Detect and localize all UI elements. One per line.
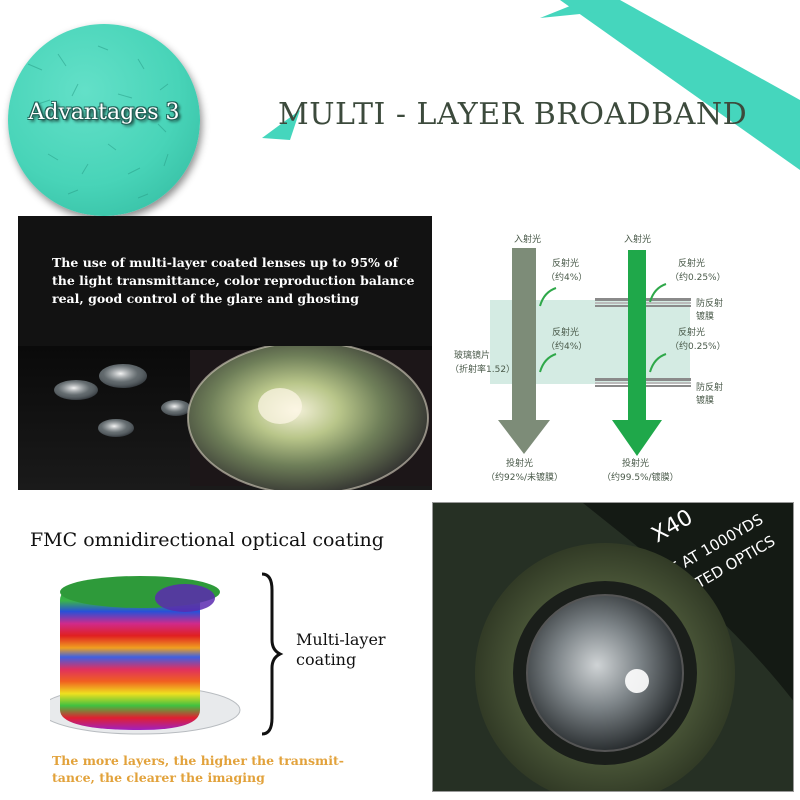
coating-diagram: 入射光 反射光 （约4%） 反射光 （约4%） 玻璃镜片 （折射率1.52） 投…: [450, 233, 726, 483]
lens-reflection: [625, 669, 649, 693]
label-transmit-right: 投射光: [622, 457, 649, 469]
multi-layer-label: Multi-layer coating: [296, 630, 406, 670]
label-reflect-mid-left-pct: （约4%）: [546, 340, 587, 352]
fmc-title: FMC omnidirectional optical coating: [30, 529, 384, 551]
teal-stripe: [560, 0, 800, 170]
label-reflect-mid-right-pct: （约0.25%）: [670, 340, 726, 352]
layers-note: The more layers, the higher the transmit…: [52, 752, 352, 786]
multi-layer-line-2: coating: [296, 650, 357, 669]
layer-cutaway: [155, 584, 215, 612]
page-title: MULTI - LAYER BROADBAND: [278, 97, 748, 132]
label-reflect-top-right-pct: （约0.25%）: [670, 271, 726, 283]
label-coat-bottom-2: 镀膜: [696, 394, 714, 406]
label-transmit-left-pct: （约92%/未镀膜）: [486, 471, 563, 483]
lens-description: The use of multi-layer coated lenses up …: [52, 255, 415, 306]
layers-note-line-2: tance, the clearer the imaging: [52, 770, 265, 785]
reflect-arrows: [539, 283, 667, 373]
layers-note-line-1: The more layers, the higher the transmit…: [52, 753, 344, 768]
label-coat-top-2: 镀膜: [696, 310, 714, 322]
label-incident-right: 入射光: [624, 233, 651, 245]
lens-element: [54, 380, 98, 400]
label-coat-top: 防反射: [696, 297, 723, 309]
lens-illustration: [54, 341, 432, 490]
multi-layer-line-1: Multi-layer: [296, 630, 386, 649]
lens-element: [99, 364, 147, 388]
badge-label: Advantages 3: [28, 100, 180, 125]
label-glass-index: （折射率1.52）: [450, 363, 515, 375]
brace: [261, 572, 284, 736]
binocular-body: [583, 503, 793, 701]
layer-stack: [60, 578, 200, 730]
label-transmit-left: 投射光: [506, 457, 533, 469]
label-reflect-mid-left: 反射光: [552, 326, 579, 338]
label-reflect-mid-right: 反射光: [678, 326, 705, 338]
header-decoration: [262, 0, 800, 170]
label-reflect-top-left-pct: （约4%）: [546, 271, 587, 283]
coated-arrow: [612, 250, 662, 456]
eyepiece-illustration: X40 T AT 1000YDS OATED OPTICS: [433, 503, 793, 791]
label-reflect-top-right: 反射光: [678, 257, 705, 269]
label-reflect-top-left: 反射光: [552, 257, 579, 269]
eyepiece-photo: X40 T AT 1000YDS OATED OPTICS: [432, 502, 794, 792]
label-transmit-right-pct: （约99.5%/镀膜）: [602, 471, 679, 483]
lens-element: [98, 419, 134, 437]
uncoated-arrow: [498, 248, 550, 454]
teal-stripe-tip: [540, 0, 600, 18]
ocular-lens: [527, 595, 683, 751]
lens-photo: [18, 341, 432, 490]
lens-ring: [526, 594, 684, 752]
label-glass: 玻璃镜片: [454, 349, 490, 361]
lens-element: [161, 400, 191, 416]
coating-layers-illustration: [50, 572, 284, 736]
teal-triangle: [262, 110, 300, 140]
advantage-badge: Advantages 3: [8, 24, 200, 216]
lens-panel: The use of multi-layer coated lenses up …: [18, 216, 432, 490]
badge-texture: [27, 45, 169, 199]
lens-closeup: [188, 342, 428, 490]
label-incident-left: 入射光: [514, 233, 541, 245]
label-coat-bottom: 防反射: [696, 381, 723, 393]
lens-highlight: [258, 388, 302, 424]
